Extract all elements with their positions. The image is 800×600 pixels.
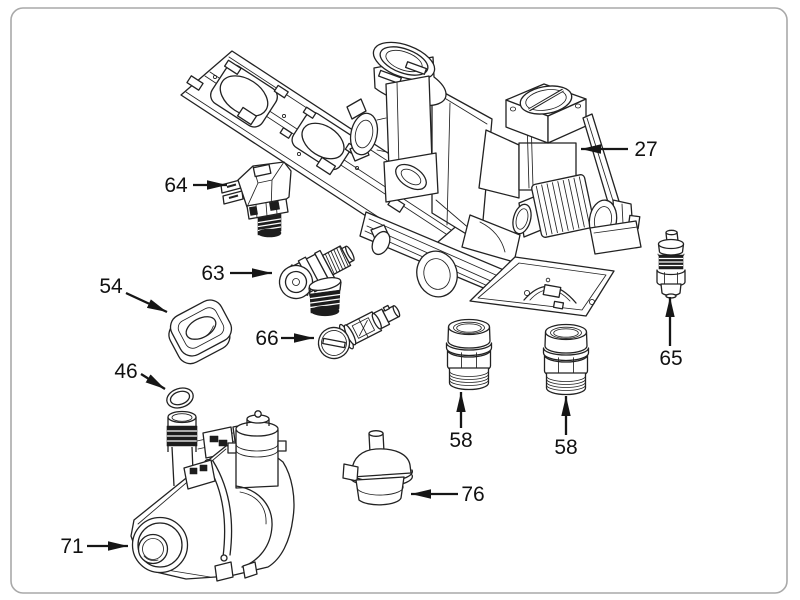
o-ring-46 <box>166 387 194 409</box>
manifold-base <box>359 211 642 317</box>
callout-label-66: 66 <box>255 327 278 350</box>
callout-label-58-right: 58 <box>554 436 577 459</box>
threaded-fitting-left <box>445 318 493 391</box>
cartridge-66 <box>317 304 401 360</box>
callout-arrows <box>87 144 675 551</box>
arrow-46 <box>140 373 166 390</box>
callout-label-64: 64 <box>164 174 188 197</box>
page-border <box>10 7 788 594</box>
callout-label-46: 46 <box>114 360 137 383</box>
callout-label-54: 54 <box>99 275 123 298</box>
callout-label-63: 63 <box>201 262 224 285</box>
hydraulic-manifold <box>346 41 642 317</box>
valve-cartridge-65 <box>656 229 686 299</box>
callout-label-58-left: 58 <box>449 429 472 452</box>
callout-label-76: 76 <box>461 483 484 506</box>
air-vent-76 <box>342 430 413 506</box>
left-tower <box>346 41 447 203</box>
threaded-fitting-right <box>542 323 590 396</box>
callout-label-27: 27 <box>634 138 657 161</box>
gasket-54 <box>168 299 233 365</box>
pressure-switch <box>220 161 292 238</box>
pump-assembly <box>130 410 295 582</box>
valve-cartridge-63 <box>278 245 355 317</box>
callout-label-71: 71 <box>60 535 83 558</box>
callout-labels: 27 64 63 54 46 66 65 58 58 76 71 <box>60 138 682 558</box>
callout-label-65: 65 <box>659 347 682 370</box>
arrow-54 <box>125 291 168 314</box>
